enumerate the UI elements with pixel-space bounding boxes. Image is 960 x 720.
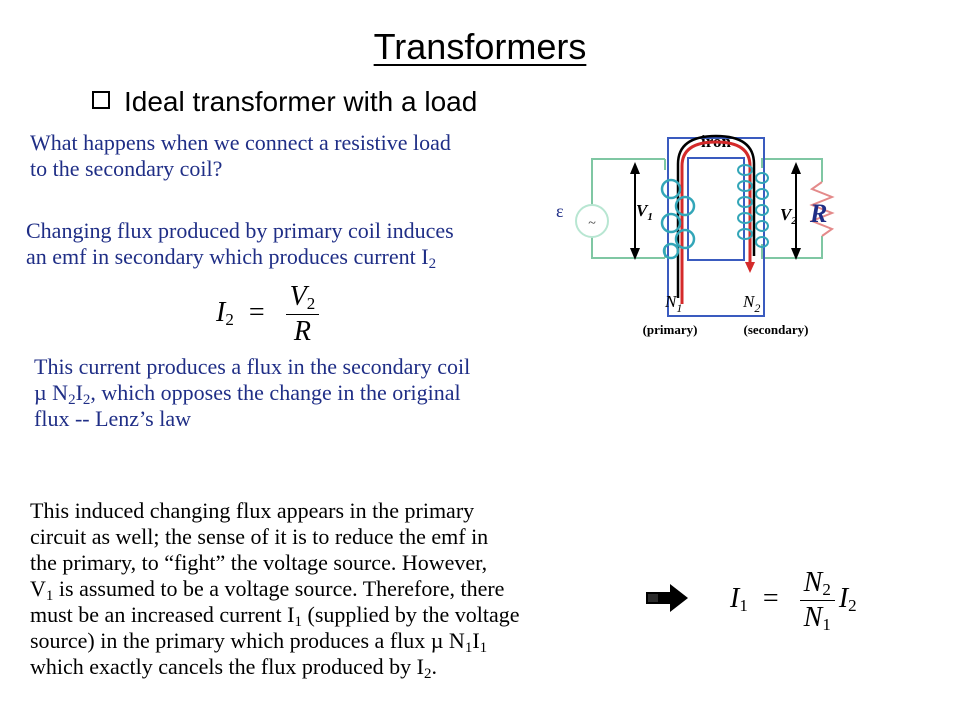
text-line: circuit as well; the sense of it is to r… [30, 524, 489, 549]
emf-label: ε [556, 201, 564, 221]
text-line: source) in the primary which produces a … [30, 628, 520, 656]
text-line: to the secondary coil? [30, 156, 223, 181]
subscript: 2 [82, 392, 91, 408]
eq-symbol: I [730, 582, 740, 614]
eq-denominator: R [293, 316, 311, 347]
v1-symbol: V [636, 201, 649, 220]
subscript: 2 [424, 666, 432, 682]
text-fragment: source) in the primary which produces a … [30, 628, 465, 653]
text-fragment: . [431, 654, 438, 679]
eq-operator: = [248, 296, 265, 328]
subscript: 2 [68, 392, 76, 408]
checkbox-bullet-icon [92, 91, 110, 109]
equation-current-secondary: I2 = V2 R [216, 281, 320, 347]
v2-symbol: V [780, 205, 793, 224]
text-line: What happens when we connect a resistive… [30, 130, 451, 155]
n1-label: N1 [664, 292, 682, 315]
n1-symbol: N [664, 292, 678, 311]
bullet-heading-text: Ideal transformer with a load [124, 86, 478, 117]
text-line: µ N2I2, which opposes the change in the … [34, 380, 470, 408]
subscript: 1 [479, 640, 488, 656]
eq-symbol: I [838, 582, 849, 614]
load-label: R [809, 199, 827, 228]
text-fragment: µ N [34, 380, 69, 405]
v1-label: V1 [636, 201, 653, 223]
v1-voltage-arrow-icon [630, 162, 640, 260]
eq-symbol: N [803, 602, 823, 633]
text-line: Changing flux produced by primary coil i… [26, 218, 454, 243]
v2-label: V2 [780, 205, 797, 227]
paragraph-primary-current: This induced changing flux appears in th… [30, 498, 520, 682]
paragraph-load-question: What happens when we connect a resistive… [30, 130, 451, 182]
primary-coil [660, 178, 696, 260]
eq-operator: = [762, 582, 779, 614]
v2-voltage-arrow-icon [791, 162, 801, 260]
paragraph-induced-emf: Changing flux produced by primary coil i… [26, 218, 454, 272]
text-line: an emf in secondary which produces curre… [26, 244, 454, 272]
text-fragment: I [472, 628, 480, 653]
text-line: This current produces a flux in the seco… [34, 354, 471, 379]
ac-source-icon: ~ [575, 204, 609, 238]
eq-fraction: N2 N1 [799, 567, 835, 634]
eq-subscript: 2 [822, 580, 831, 599]
text-fragment: V [30, 576, 46, 601]
text-fragment: which exactly cancels the flux produced … [30, 654, 425, 679]
text-fragment: must be an increased current I [30, 602, 295, 627]
text-fragment: I [75, 380, 83, 405]
slide-title: Transformers [373, 26, 587, 67]
subscript: 1 [294, 614, 303, 630]
right-arrow-icon [646, 584, 688, 612]
eq-subscript: 2 [225, 309, 234, 329]
eq-subscript: 1 [822, 615, 831, 634]
text-fragment: (supplied by the voltage [302, 602, 520, 627]
text-line: which exactly cancels the flux produced … [30, 654, 520, 682]
subscript: 1 [45, 588, 54, 604]
primary-label: (primary) [643, 322, 698, 337]
eq-numerator: N2 [799, 567, 835, 601]
eq-fraction: V2 R [285, 281, 320, 347]
text-fragment: , which opposes the change in the origin… [90, 380, 461, 405]
eq-symbol: V [289, 281, 307, 312]
eq-symbol: I [216, 296, 226, 328]
text-fragment: an emf in secondary which produces curre… [26, 244, 429, 269]
subscript: 2 [428, 256, 437, 272]
source-symbol: ~ [588, 216, 596, 231]
eq-symbol: N [803, 567, 823, 598]
resistor-icon [809, 181, 835, 237]
eq-denominator: N1 [800, 601, 835, 634]
secondary-label: (secondary) [744, 322, 809, 337]
v2-subscript: 2 [790, 215, 797, 227]
n2-label: N2 [742, 292, 760, 315]
transformer-diagram: ~ ε iron V1 [556, 132, 835, 337]
flux-path-black [676, 134, 756, 298]
text-fragment: is assumed to be a voltage source. There… [53, 576, 505, 601]
eq-numerator: V2 [285, 281, 320, 315]
text-line: must be an increased current I1 (supplie… [30, 602, 520, 630]
iron-core [667, 137, 765, 317]
text-line: the primary, to “fight” the voltage sour… [30, 550, 488, 575]
text-line: V1 is assumed to be a voltage source. Th… [30, 576, 520, 604]
eq-subscript: 1 [739, 595, 748, 615]
secondary-circuit-wires [761, 158, 823, 259]
eq-subscript: 2 [848, 595, 857, 615]
equation-current-primary: I1 = N2 N1 I2 [730, 567, 857, 634]
flux-path-red [680, 140, 752, 304]
eq-subscript: 2 [306, 294, 316, 313]
text-line: flux -- Lenz’s law [34, 406, 191, 431]
text-line: This induced changing flux appears in th… [30, 498, 475, 523]
paragraph-lenz-law: This current produces a flux in the seco… [34, 354, 470, 432]
subscript: 1 [464, 640, 473, 656]
v1-subscript: 1 [647, 211, 653, 223]
secondary-coil [737, 164, 769, 248]
n1-subscript: 1 [676, 301, 682, 315]
bullet-heading: Ideal transformer with a load [92, 86, 477, 118]
n2-subscript: 2 [754, 301, 760, 315]
n2-symbol: N [742, 292, 756, 311]
flux-arrowhead-icon [745, 262, 755, 273]
